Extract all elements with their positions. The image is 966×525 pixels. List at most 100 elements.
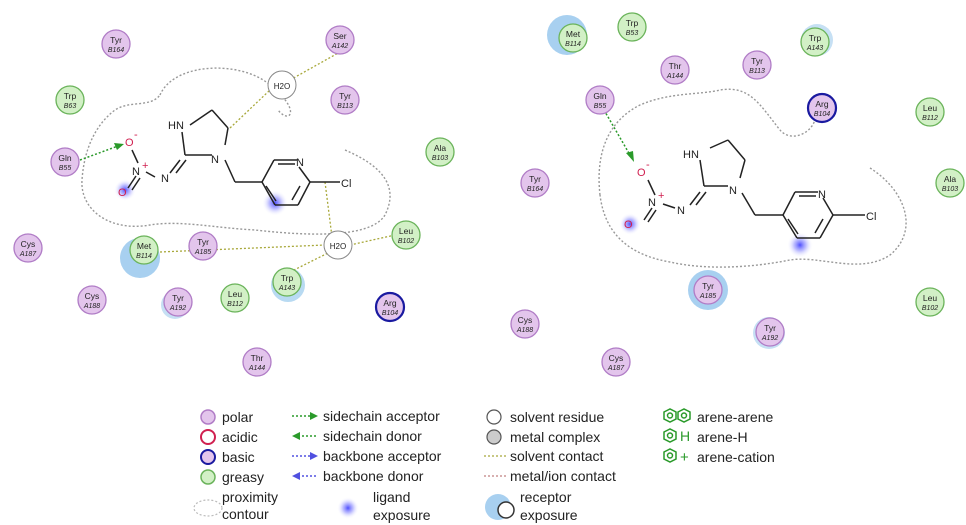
legend-greasy-swatch [200, 469, 216, 485]
residue-id: B103 [942, 186, 958, 193]
residue-name: Cys [609, 353, 624, 363]
ligand-atom-hn: HN [168, 120, 184, 132]
water-molecule: H2O [267, 70, 297, 100]
ligand-charge-plus: + [142, 160, 148, 172]
ligand-atom-n-plus: N [648, 197, 656, 209]
legend-solvent-residue-swatch [486, 409, 502, 425]
residue-id: A142 [331, 43, 348, 50]
residue-id: A185 [194, 249, 211, 256]
ligand-atom-n: N [161, 173, 169, 185]
residue-id: A188 [516, 327, 533, 334]
residue-name: Tyr [764, 323, 776, 333]
solvent-contact [289, 252, 329, 273]
residue-name: Trp [64, 91, 77, 101]
sidechain-acceptor-hbond [603, 109, 631, 156]
solvent-contact [324, 181, 333, 238]
residue-name: Arg [383, 298, 397, 308]
ligand-atom-n-plus: N [132, 166, 140, 178]
residue-name: Gln [58, 153, 72, 163]
ligand-atom-n: N [818, 189, 826, 201]
residue-id: A188 [83, 303, 100, 310]
residue-name: Leu [923, 103, 937, 113]
legend-polar-swatch [200, 409, 216, 425]
legend-metal-complex-swatch [486, 429, 502, 445]
legend-label: contour [222, 506, 269, 522]
residue-id: A144 [666, 73, 683, 80]
legend-label: arene-cation [697, 449, 775, 465]
residue-id: B112 [227, 301, 243, 308]
residue-name: Cys [518, 315, 533, 325]
svg-text:H2O: H2O [330, 242, 346, 251]
residue-name: Tyr [751, 56, 763, 66]
residue-name: Thr [669, 61, 682, 71]
solvent-contact [289, 51, 341, 81]
residue-id: B164 [108, 47, 124, 54]
residue-name: Trp [281, 273, 294, 283]
ligand-atom-o: O [125, 137, 134, 149]
solvent-contact [159, 244, 326, 253]
residue-name: Leu [399, 226, 413, 236]
arrowhead-icon [292, 472, 300, 480]
arrowhead-icon [292, 432, 300, 440]
legend-label: sidechain donor [323, 428, 422, 444]
ligand-atom-o: O [637, 167, 646, 179]
residue-name: Trp [809, 33, 822, 43]
residue-name: Arg [815, 99, 829, 109]
residue-id: A192 [169, 305, 186, 312]
legend-label: ligand [373, 489, 410, 505]
ligand-structure-left [127, 109, 340, 206]
residue-name: Tyr [197, 237, 209, 247]
arene-arene-icon [663, 408, 691, 423]
residue-id: B114 [565, 41, 581, 48]
residue-name: Tyr [339, 91, 351, 101]
residue-id: A143 [278, 285, 295, 292]
legend-label: sidechain acceptor [323, 408, 440, 424]
residue-id: B113 [749, 68, 765, 75]
ligand-atom-o: O [624, 219, 633, 231]
residue-id: B55 [59, 165, 72, 172]
residue-name: Tyr [110, 35, 122, 45]
residue-id: A144 [248, 365, 265, 372]
ligand-atom-cl: Cl [341, 178, 351, 190]
residue-id: B114 [136, 253, 152, 260]
residue-id: B55 [594, 103, 607, 110]
legend-label: greasy [222, 469, 264, 485]
ligand-exposure-blob [619, 213, 641, 235]
ligand-structure-right [643, 139, 865, 239]
legend-label: receptor [520, 489, 572, 505]
residue-name: Met [137, 241, 152, 251]
residue-id: A187 [607, 365, 625, 372]
legend-label: backbone acceptor [323, 448, 442, 464]
residue-id: A185 [699, 293, 716, 300]
residue-name: Tyr [529, 174, 541, 184]
solvent-contact [349, 234, 396, 246]
legend-proximity-swatch [193, 499, 223, 517]
ligand-atom-cl: Cl [866, 211, 876, 223]
residue-id: B63 [64, 103, 77, 110]
arene-cation-icon [663, 448, 677, 463]
legend-label: backbone donor [323, 468, 424, 484]
ligand-exposure-blob [787, 232, 813, 258]
sidechain-acceptor-hbond [79, 145, 119, 161]
arrowhead-icon [310, 452, 318, 460]
